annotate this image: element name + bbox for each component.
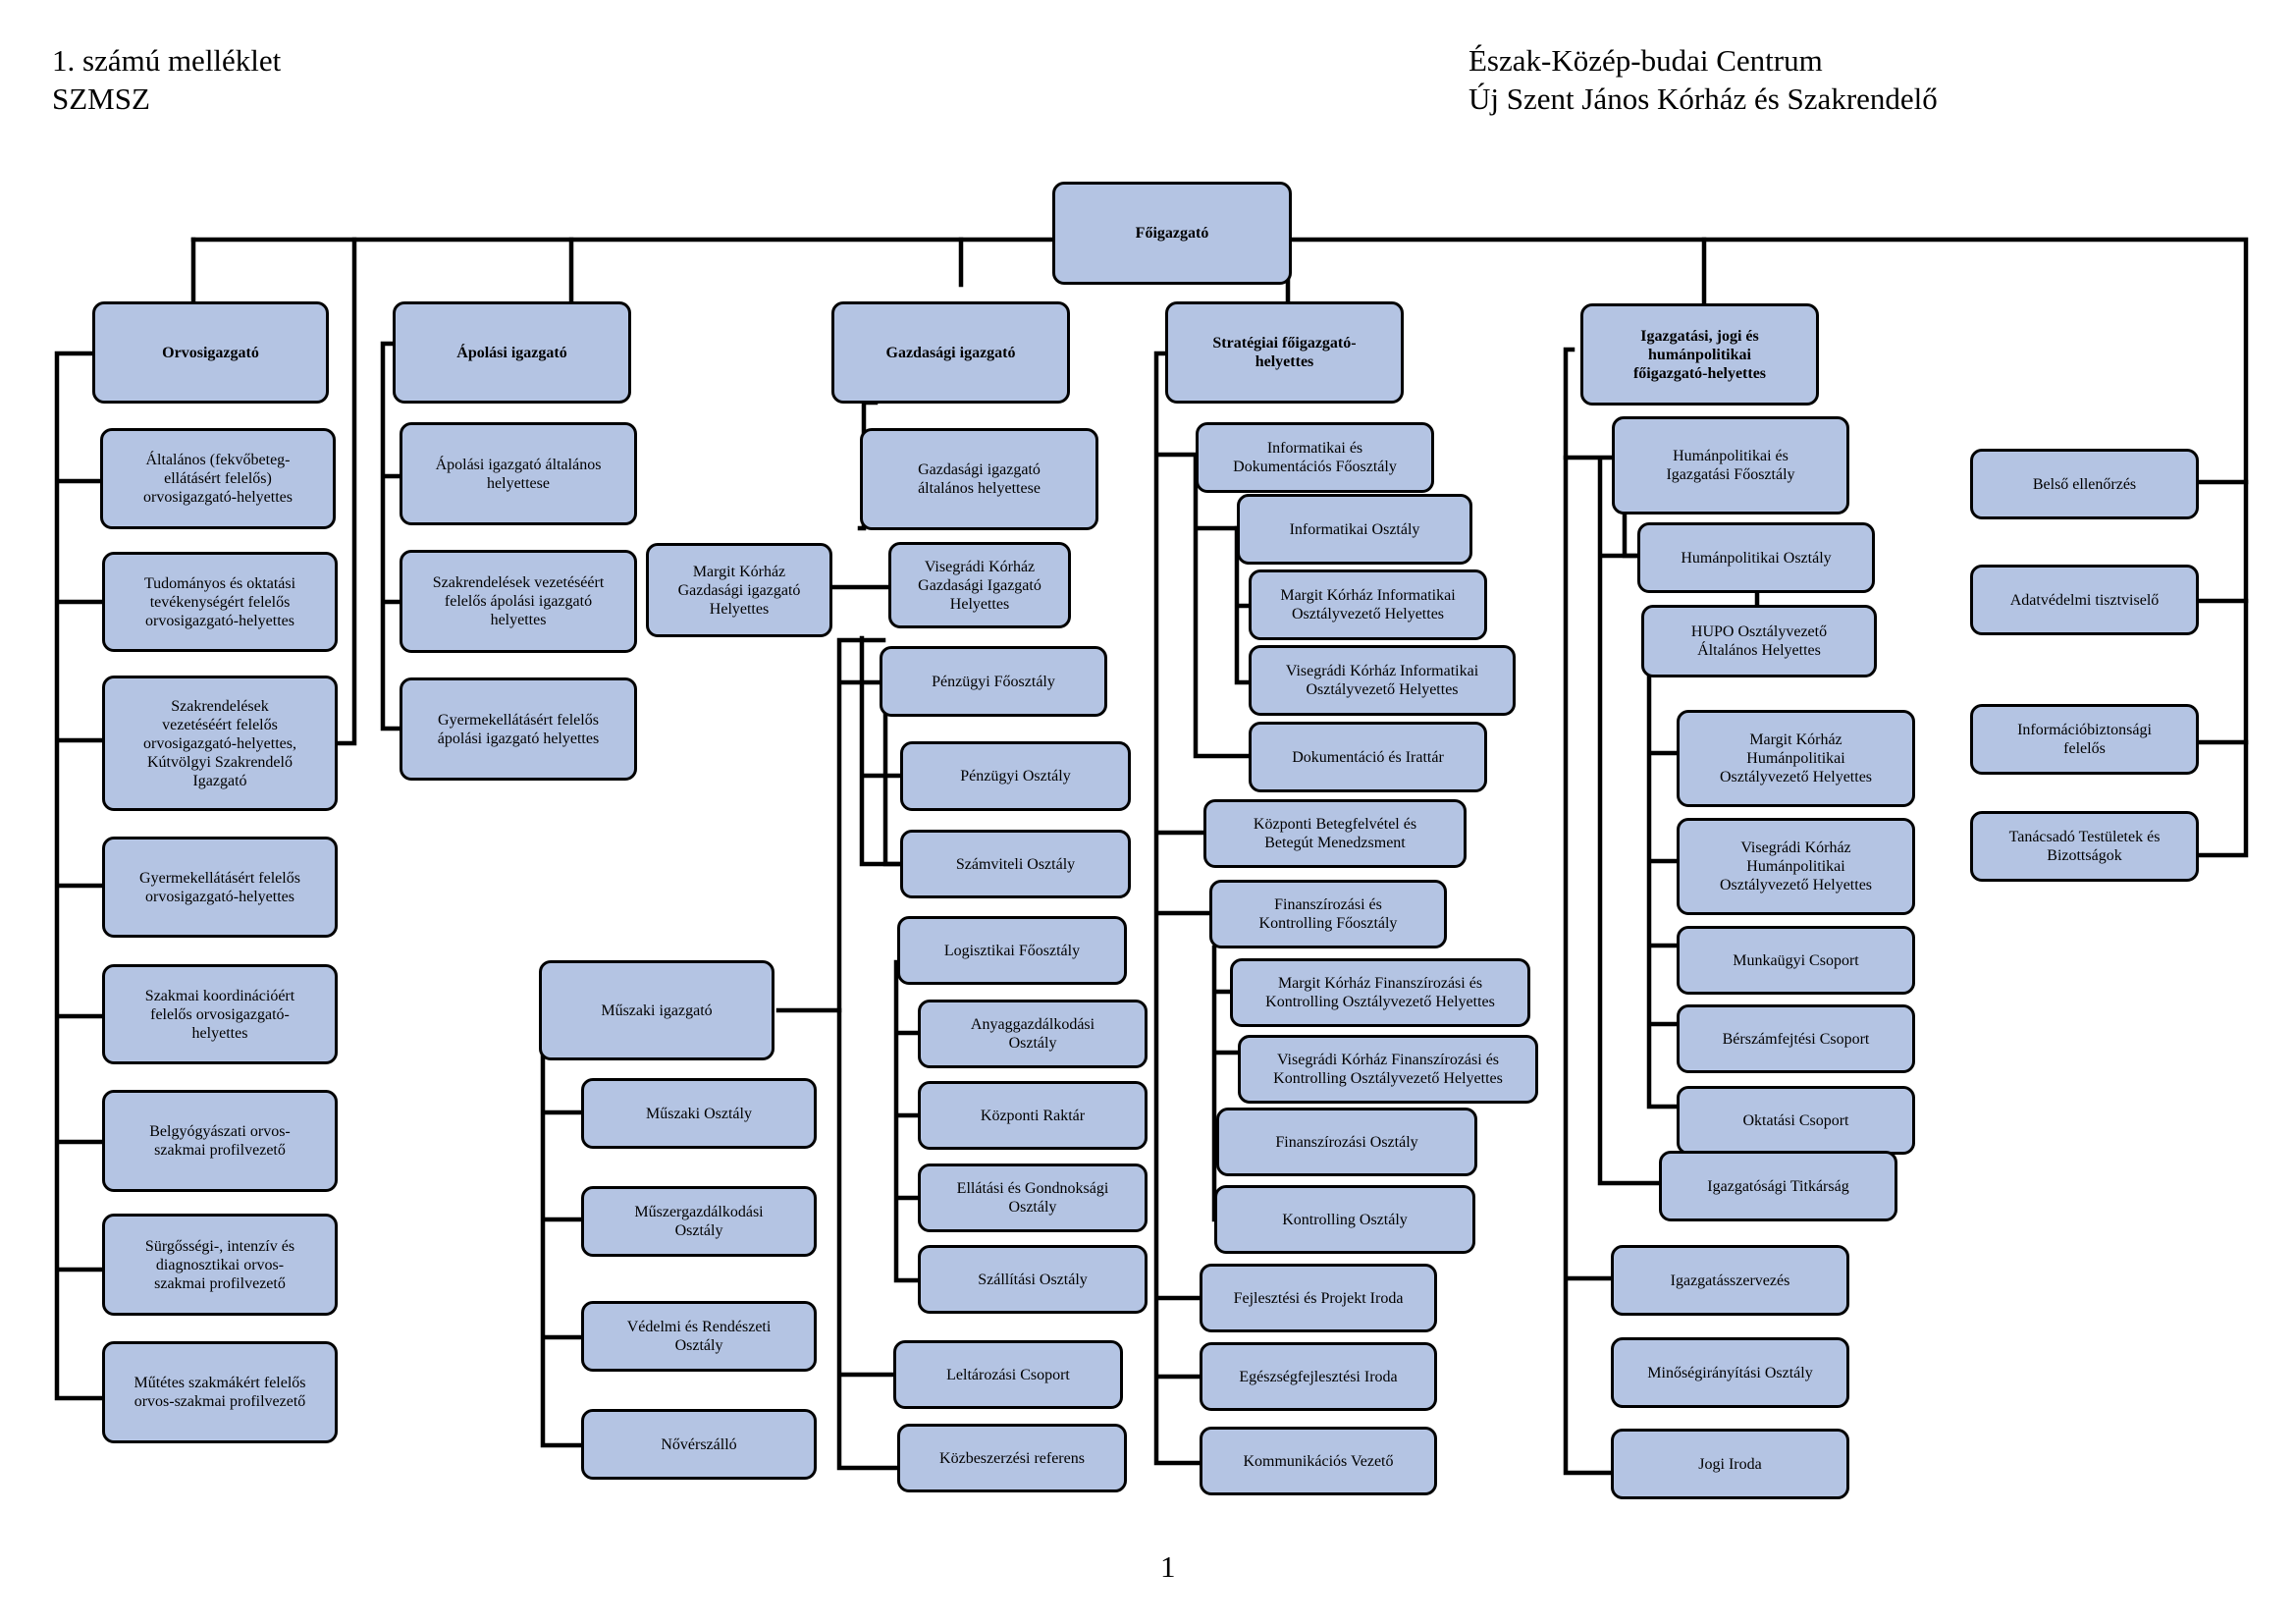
node-orvosigazgato: Orvosigazgató	[92, 301, 329, 404]
node-muszaki-osztaly: Műszaki Osztály	[581, 1078, 817, 1149]
node-egeszsegfejlesztesi-iroda: Egészségfejlesztési Iroda	[1200, 1342, 1437, 1411]
node-foigazgato: Főigazgató	[1052, 182, 1292, 285]
node-igazgatasszervezes: Igazgatásszervezés	[1611, 1245, 1849, 1316]
node-strategiai-foigazgato-helyettes: Stratégiai főigazgató- helyettes	[1165, 301, 1404, 404]
header-left: 1. számú melléklet SZMSZ	[52, 41, 281, 118]
node-apolasi-igazgato: Ápolási igazgató	[393, 301, 631, 404]
node-anyaggazdalkodasi-osztaly: Anyaggazdálkodási Osztály	[918, 1000, 1148, 1068]
node-orvos-surgossegi: Sürgősségi-, intenzív és diagnosztikai o…	[102, 1214, 338, 1316]
node-visegradi-informatikai-helyettes: Visegrádi Kórház Informatikai Osztályvez…	[1249, 645, 1516, 716]
node-apolasi-szakrendelesek-helyettes: Szakrendelések vezetéséért felelős ápolá…	[400, 550, 637, 653]
node-munkaugyi-csoport: Munkaügyi Csoport	[1677, 926, 1915, 995]
node-berszamfejtesi-csoport: Bérszámfejtési Csoport	[1677, 1004, 1915, 1073]
node-oktatasi-csoport: Oktatási Csoport	[1677, 1086, 1915, 1155]
node-gazdasagi-altalanos-helyettes: Gazdasági igazgató általános helyettese	[860, 428, 1098, 530]
node-orvos-szakrendelesek-helyettes: Szakrendelések vezetéséért felelős orvos…	[102, 676, 338, 811]
annex-number: 1. számú melléklet	[52, 43, 282, 78]
node-kozbeszerzesi-referens: Közbeszerzési referens	[897, 1424, 1127, 1492]
node-szallitasi-osztaly: Szállítási Osztály	[918, 1245, 1148, 1314]
node-logisztikai-foosztaly: Logisztikai Főosztály	[897, 916, 1127, 985]
node-apolasi-altalanos-helyettes: Ápolási igazgató általános helyettese	[400, 422, 637, 525]
node-margit-finanszirozasi-helyettes: Margit Kórház Finanszírozási és Kontroll…	[1230, 958, 1530, 1027]
node-humanpolitikai-igazgatasi-foosztaly: Humánpolitikai és Igazgatási Főosztály	[1612, 416, 1849, 514]
node-margit-informatikai-helyettes: Margit Kórház Informatikai Osztályvezető…	[1249, 569, 1487, 640]
node-informatikai-dokumentacios-foosztaly: Informatikai és Dokumentációs Főosztály	[1196, 422, 1434, 493]
node-kontrolling-osztaly: Kontrolling Osztály	[1214, 1185, 1475, 1254]
node-fejlesztesi-projekt-iroda: Fejlesztési és Projekt Iroda	[1200, 1264, 1437, 1332]
node-adatvedelmi-tisztviselo: Adatvédelmi tisztviselő	[1970, 565, 2199, 635]
node-orvos-szakmai-koordinacio: Szakmai koordinációért felelős orvosigaz…	[102, 964, 338, 1064]
centre-name: Észak-Közép-budai Centrum	[1468, 43, 1823, 78]
node-kommunikacios-vezeto: Kommunikációs Vezető	[1200, 1427, 1437, 1495]
node-orvos-gyermekellatas-helyettes: Gyermekellátásért felelős orvosigazgató-…	[102, 837, 338, 938]
node-ellatasi-gondnoksagi-osztaly: Ellátási és Gondnoksági Osztály	[918, 1164, 1148, 1232]
node-gazdasagi-igazgato: Gazdasági igazgató	[831, 301, 1070, 404]
node-informatikai-osztaly: Informatikai Osztály	[1237, 494, 1472, 565]
node-orvos-mutetes: Műtétes szakmákért felelős orvos-szakmai…	[102, 1341, 338, 1443]
node-humanpolitikai-osztaly: Humánpolitikai Osztály	[1637, 522, 1875, 593]
node-penzugyi-osztaly: Pénzügyi Osztály	[900, 741, 1131, 811]
node-kozponti-raktar: Központi Raktár	[918, 1081, 1148, 1150]
node-szamviteli-osztaly: Számviteli Osztály	[900, 830, 1131, 898]
node-leltarozasi-csoport: Leltározási Csoport	[893, 1340, 1123, 1409]
node-visegradi-humanpolitikai-helyettes: Visegrádi Kórház Humánpolitikai Osztályv…	[1677, 818, 1915, 915]
page-number: 1	[1160, 1549, 1176, 1584]
node-hupo-altalanos-helyettes: HUPO Osztályvezető Általános Helyettes	[1641, 605, 1877, 677]
node-penzugyi-foosztaly: Pénzügyi Főosztály	[880, 646, 1107, 717]
node-dokumentacio-irattar: Dokumentáció és Irattár	[1249, 722, 1487, 792]
node-orvos-tudomanyos-helyettes: Tudományos és oktatási tevékenységért fe…	[102, 552, 338, 652]
node-apolasi-gyermekellatas-helyettes: Gyermekellátásért felelős ápolási igazga…	[400, 677, 637, 781]
node-igazgatosagi-titkarsag: Igazgatósági Titkárság	[1659, 1151, 1897, 1221]
node-minosegiranyitasi-osztaly: Minőségirányítási Osztály	[1611, 1337, 1849, 1408]
header-right: Észak-Közép-budai Centrum Új Szent János…	[1468, 41, 1938, 118]
node-visegradi-gazdasagi-helyettes: Visegrádi Kórház Gazdasági Igazgató Hely…	[888, 542, 1071, 628]
node-margit-humanpolitikai-helyettes: Margit Kórház Humánpolitikai Osztályveze…	[1677, 710, 1915, 807]
node-orvos-altalanos-helyettes: Általános (fekvőbeteg- ellátásért felelő…	[100, 428, 336, 529]
node-finanszirozasi-kontrolling-foosztaly: Finanszírozási és Kontrolling Főosztály	[1209, 880, 1447, 948]
node-margit-gazdasagi-helyettes: Margit Kórház Gazdasági igazgató Helyett…	[646, 543, 832, 637]
node-belso-ellenorzes: Belső ellenőrzés	[1970, 449, 2199, 519]
node-vedelmi-rendeszeti-osztaly: Védelmi és Rendészeti Osztály	[581, 1301, 817, 1372]
node-muszergazdalkodasi-osztaly: Műszergazdálkodási Osztály	[581, 1186, 817, 1257]
node-muszaki-igazgato: Műszaki igazgató	[539, 960, 774, 1060]
node-finanszirozasi-osztaly: Finanszírozási Osztály	[1216, 1108, 1477, 1176]
node-jogi-iroda: Jogi Iroda	[1611, 1429, 1849, 1499]
node-kozponti-betegfelvetel: Központi Betegfelvétel és Betegút Menedz…	[1203, 799, 1467, 868]
node-noverszallo: Nővérszálló	[581, 1409, 817, 1480]
document-code: SZMSZ	[52, 81, 150, 116]
node-visegradi-finanszirozasi-helyettes: Visegrádi Kórház Finanszírozási és Kontr…	[1238, 1035, 1538, 1104]
node-tanacsado-testuletek: Tanácsadó Testületek és Bizottságok	[1970, 811, 2199, 882]
hospital-name: Új Szent János Kórház és Szakrendelő	[1468, 81, 1938, 116]
node-informaciobiztonsagi-felelos: Információbiztonsági felelős	[1970, 704, 2199, 775]
node-orvos-belgyogyaszati: Belgyógyászati orvos- szakmai profilveze…	[102, 1090, 338, 1192]
node-igazgatasi-jogi-humanpolitikai-helyettes: Igazgatási, jogi és humánpolitikai főiga…	[1580, 303, 1819, 406]
